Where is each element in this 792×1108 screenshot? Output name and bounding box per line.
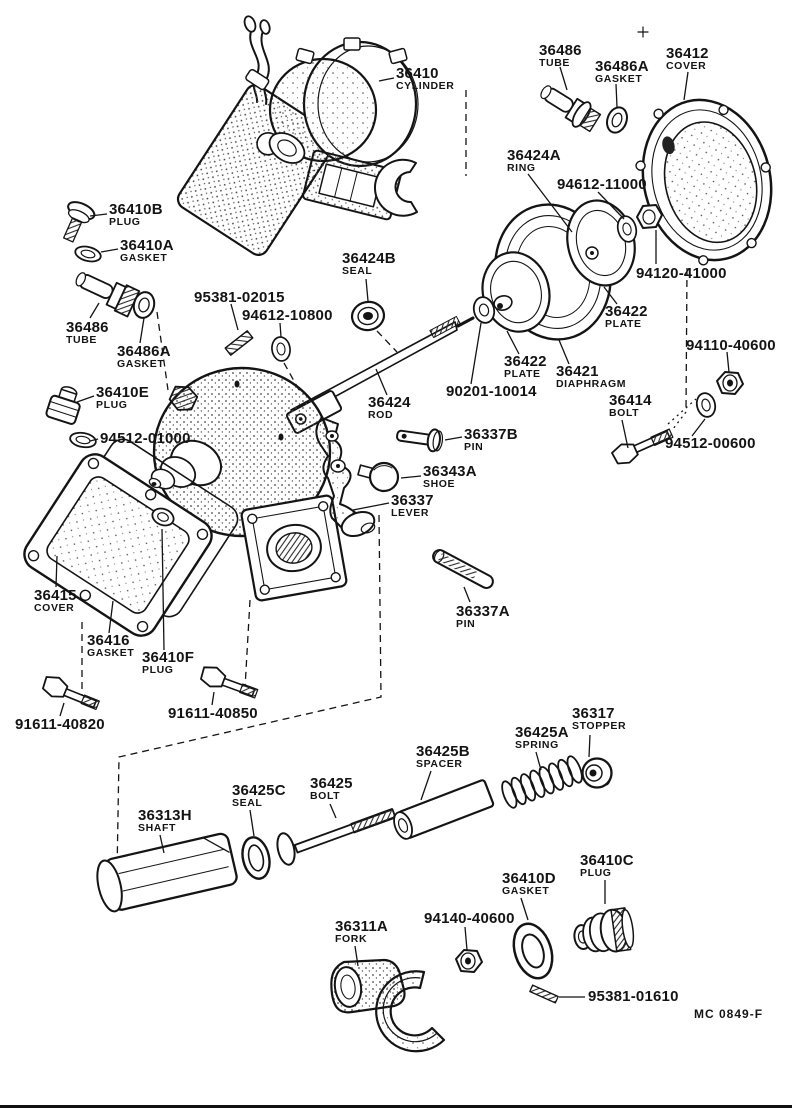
nut-94110-40600-drawing: [716, 371, 744, 395]
page-bottom-rule: [0, 1105, 792, 1108]
bolt-36425-drawing: [293, 808, 397, 854]
figure-code: MC 0849-F: [694, 1007, 764, 1021]
bolt-36414-drawing: [611, 428, 674, 465]
spacer-36425B-drawing: [393, 779, 495, 840]
shaft-36313H-drawing: [96, 832, 238, 913]
part-label-94120-41000: 94120-41000: [636, 265, 727, 282]
part-label-91611-40850: 91611-40850: [168, 705, 258, 722]
construction-lines: [81, 90, 697, 874]
plug-36410E-drawing: [45, 386, 81, 425]
part-label-94140-40600: 94140-40600: [424, 910, 515, 927]
washer-94612-10800-drawing: [271, 336, 291, 362]
part-label-91611-40820: 91611-40820: [15, 716, 105, 733]
tube-bolt-top-drawing: [540, 85, 602, 133]
plug-36410B-drawing: [63, 201, 96, 243]
bolt-91611-40820-drawing: [42, 676, 100, 711]
gasket-36410D-drawing: [512, 922, 554, 980]
part-label-95381-01610: 95381-01610: [588, 988, 679, 1005]
pin-36337A-drawing: [432, 549, 494, 589]
cover-36412-drawing: [635, 98, 773, 266]
cylinder-assembly-drawing: [176, 15, 419, 256]
seal-36425C-drawing: [241, 836, 271, 880]
shoe-36343A-drawing: [357, 461, 400, 493]
tube-36486-left-drawing: [75, 272, 141, 318]
leader-lines: [55, 66, 730, 998]
plug-36410F-drawing: [151, 507, 175, 527]
gasket-94512-01000-drawing: [69, 431, 97, 449]
pin-36337B-drawing: [396, 428, 444, 453]
body-flange-drawing: [240, 494, 348, 602]
lever-36337-drawing: [315, 417, 376, 538]
spring-pin-95381-02015-drawing: [224, 330, 254, 356]
diaphragm-plates-drawing: [481, 199, 663, 341]
plug-36410C-drawing: [573, 907, 635, 953]
fork-36311A-drawing: [330, 958, 446, 1053]
part-label-94512-00600: 94512-00600: [665, 435, 756, 452]
bolt-91611-40850-drawing: [200, 666, 259, 699]
actuator-body-drawing: [148, 366, 332, 538]
part-label-94512-01000: 94512-01000: [100, 430, 191, 447]
spring-36425A-drawing: [501, 755, 583, 809]
spring-pin-95381-01610-drawing: [529, 984, 559, 1004]
tube-gasket-top-drawing: [606, 106, 628, 134]
part-label-94612-11000: 94612-11000: [557, 176, 647, 193]
washer-94512-00600-drawing: [695, 392, 717, 418]
part-label-90201-10014: 90201-10014: [446, 383, 537, 400]
part-label-94612-10800: 94612-10800: [242, 307, 333, 324]
part-label-95381-02015: 95381-02015: [194, 289, 285, 306]
gasket-36410A-drawing: [74, 245, 102, 263]
bolt-head-washer-drawing: [276, 832, 296, 866]
part-label-94110-40600: 94110-40600: [686, 337, 776, 354]
nut-94140-40600-drawing: [455, 949, 483, 973]
gasket-36486A-left-drawing: [132, 291, 156, 319]
stopper-36317-drawing: [581, 757, 613, 789]
seal-36424B-drawing: [350, 300, 386, 332]
registration-mark: [637, 26, 649, 38]
